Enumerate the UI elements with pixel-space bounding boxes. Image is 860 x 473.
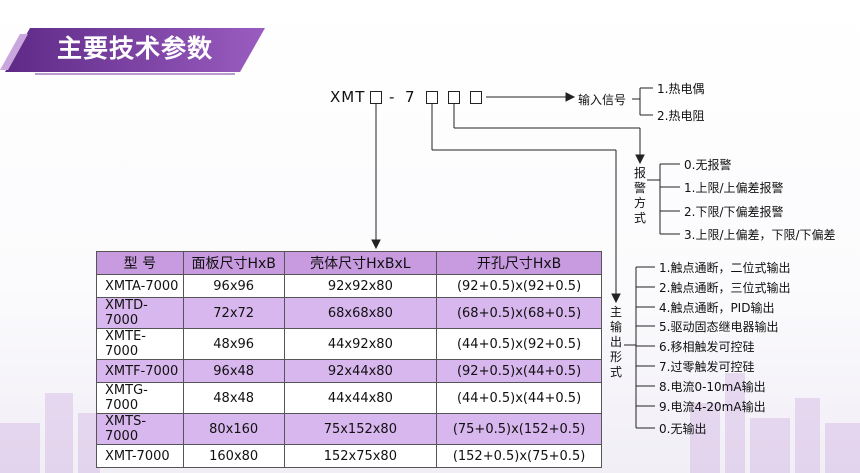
- main-output-label: 主输出形式: [609, 305, 622, 379]
- table-cell: 48x48: [182, 382, 285, 414]
- dimension-spec-table: 型 号 面板尺寸HxB 壳体尺寸HxBxL 开孔尺寸HxB XMTA-7000 …: [96, 251, 602, 468]
- alarm-option: 2.下限/下偏差报警: [684, 205, 784, 219]
- table-cell: 96x96: [182, 274, 285, 298]
- table-cell: XMTD-7000: [96, 297, 184, 329]
- table-cell: 44x92x80: [283, 328, 438, 360]
- input-signal-option: 1.热电偶: [657, 82, 705, 96]
- table-header-cell: 型 号: [96, 251, 184, 275]
- table-cell: XMTG-7000: [96, 382, 184, 414]
- main-output-option: 0.无输出: [659, 422, 707, 436]
- code-box-2: [426, 91, 438, 104]
- table-header-cell: 壳体尺寸HxBxL: [283, 251, 438, 275]
- alarm-option: 0.无报警: [684, 158, 732, 172]
- section-title: 主要技术参数: [57, 34, 214, 63]
- table-cell: 92x44x80: [283, 359, 438, 383]
- main-output-option: 9.电流4-20mA输出: [659, 400, 766, 414]
- main-output-option: 8.电流0-10mA输出: [659, 380, 766, 394]
- table-cell: 92x92x80: [283, 274, 438, 298]
- table-cell: 44x44x80: [283, 382, 438, 414]
- table-cell: (92+0.5)x(92+0.5): [436, 274, 602, 298]
- input-signal-option: 2.热电阻: [657, 109, 705, 123]
- alarm-option: 3.上限/上偏差，下限/下偏差: [684, 228, 836, 242]
- alarm-option: 1.上限/上偏差报警: [684, 181, 784, 195]
- table-header-cell: 面板尺寸HxB: [182, 251, 285, 275]
- model-digit: 7: [405, 88, 416, 106]
- table-cell: (75+0.5)x(152+0.5): [436, 413, 602, 445]
- main-output-option: 1.触点通断，二位式输出: [659, 261, 791, 275]
- table-cell: 96x48: [182, 359, 285, 383]
- table-cell: XMTE-7000: [96, 328, 184, 360]
- table-cell: 160x80: [182, 444, 285, 468]
- city-skyline-background: [0, 373, 860, 473]
- table-cell: (152+0.5)x(75+0.5): [436, 444, 602, 468]
- table-row: XMTD-7000 72x72 68x68x80 (68+0.5)x(68+0.…: [96, 297, 602, 329]
- main-output-option: 2.触点通断，三位式输出: [659, 281, 791, 295]
- main-output-option: 4.触点通断，PID输出: [659, 301, 775, 315]
- code-box-1: [370, 91, 382, 104]
- table-cell: XMTA-7000: [96, 274, 184, 298]
- input-signal-label: 输入信号: [578, 93, 627, 107]
- model-prefix: XMT: [330, 88, 366, 106]
- table-cell: XMT-7000: [96, 444, 184, 468]
- table-cell: (68+0.5)x(68+0.5): [436, 297, 602, 329]
- table-row: XMTG-7000 48x48 44x44x80 (44+0.5)x(44+0.…: [96, 382, 602, 414]
- table-cell: 68x68x80: [283, 297, 438, 329]
- table-row: XMTF-7000 96x48 92x44x80 (92+0.5)x(44+0.…: [96, 359, 602, 383]
- table-cell: 48x96: [182, 328, 285, 360]
- alarm-label: 报警方式: [633, 166, 646, 225]
- table-header-row: 型 号 面板尺寸HxB 壳体尺寸HxBxL 开孔尺寸HxB: [96, 251, 602, 275]
- section-title-banner: [0, 28, 265, 75]
- table-row: XMTE-7000 48x96 44x92x80 (44+0.5)x(92+0.…: [96, 328, 602, 360]
- table-header-cell: 开孔尺寸HxB: [436, 251, 602, 275]
- model-dash: -: [389, 88, 396, 106]
- main-output-option: 5.驱动固态继电器输出: [659, 320, 779, 334]
- main-output-option: 7.过零触发可控硅: [659, 360, 755, 374]
- main-output-option: 6.移相触发可控硅: [659, 340, 755, 354]
- code-box-4: [470, 91, 482, 104]
- table-row: XMTA-7000 96x96 92x92x80 (92+0.5)x(92+0.…: [96, 274, 602, 298]
- table-cell: 75x152x80: [283, 413, 438, 445]
- table-cell: (92+0.5)x(44+0.5): [436, 359, 602, 383]
- table-row: XMTS-7000 80x160 75x152x80 (75+0.5)x(152…: [96, 413, 602, 445]
- code-box-3: [448, 91, 460, 104]
- table-row: XMT-7000 160x80 152x75x80 (152+0.5)x(75+…: [96, 444, 602, 468]
- table-cell: XMTF-7000: [96, 359, 184, 383]
- table-cell: XMTS-7000: [96, 413, 184, 445]
- table-cell: 152x75x80: [283, 444, 438, 468]
- table-cell: 80x160: [182, 413, 285, 445]
- table-cell: 72x72: [182, 297, 285, 329]
- table-cell: (44+0.5)x(92+0.5): [436, 328, 602, 360]
- table-cell: (44+0.5)x(44+0.5): [436, 382, 602, 414]
